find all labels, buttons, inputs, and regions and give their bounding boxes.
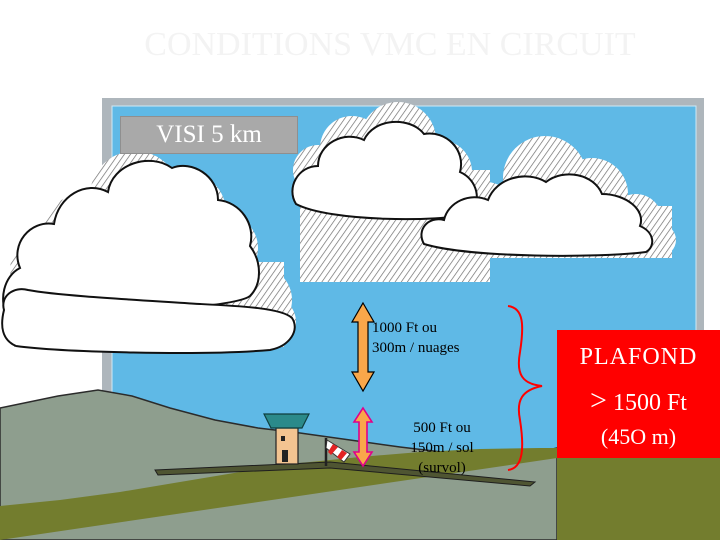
- control-tower-icon: [263, 413, 310, 465]
- cloud-icon: [291, 121, 478, 221]
- cloud-icon: [1, 288, 296, 354]
- ground-clearance-line2: 150m / sol: [410, 440, 474, 456]
- ground-clearance-line3: (survol): [418, 460, 466, 476]
- curly-brace-icon: [507, 305, 543, 471]
- double-arrow-icon: [350, 301, 376, 393]
- ceiling-box: PLAFOND > 1500 Ft (45O m): [557, 330, 720, 458]
- cloud-clearance-line1: 1000 Ft ou: [372, 320, 438, 336]
- cloud-clearance-label: 1000 Ft ou 300m / nuages: [372, 318, 492, 358]
- ceiling-metric: (45O m): [600, 424, 677, 449]
- ceiling-value: 1500 Ft: [612, 390, 687, 416]
- cloud-clearance-line2: 300m / nuages: [372, 340, 460, 356]
- ceiling-title: PLAFOND: [579, 344, 698, 370]
- ground-clearance-label: 500 Ft ou 150m / sol (survol): [392, 418, 492, 478]
- ground-clearance-line1: 500 Ft ou: [413, 420, 471, 436]
- double-arrow-icon: [352, 406, 374, 468]
- greater-than-symbol: >: [590, 384, 607, 417]
- runway: [154, 461, 537, 487]
- visibility-label: VISI 5 km: [120, 116, 298, 154]
- cloud-icon: [2, 159, 260, 320]
- ground-right: [557, 454, 720, 540]
- windsock-icon: [324, 438, 351, 466]
- ceiling-value-line: > 1500 Ft: [557, 384, 720, 418]
- cloud-icon: [420, 173, 654, 257]
- slide-title: CONDITIONS VMC EN CIRCUIT: [144, 26, 636, 63]
